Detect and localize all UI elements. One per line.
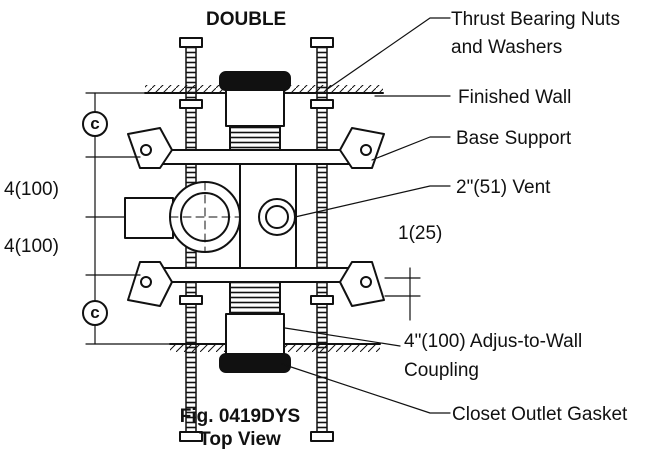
finished-wall-label: Finished Wall (458, 87, 572, 108)
thrust-bearing-label-line1: Thrust Bearing Nuts (451, 9, 620, 30)
lower-offset-dimension: 4(100) (4, 236, 59, 257)
centerline-mark-bottom: c (82, 300, 108, 326)
thrust-bearing-label-line2: and Washers (451, 37, 563, 58)
upper-offset-dimension: 4(100) (4, 179, 59, 200)
base-support-top (127, 127, 385, 169)
fitting-body (124, 163, 297, 269)
plate-height-dimension: 1(25) (398, 223, 443, 244)
top-coupling (219, 71, 291, 155)
bottom-coupling (219, 279, 291, 373)
figure-title: DOUBLE (206, 9, 287, 30)
base-support-label: Base Support (456, 128, 572, 149)
figure-caption-line2: Top View (199, 429, 281, 450)
vent-label: 2"(51) Vent (456, 177, 551, 198)
leader-lines (281, 17, 451, 414)
coupling-label-line2: Coupling (404, 360, 479, 381)
centerline-mark-top: c (82, 111, 108, 137)
figure-caption-line1: Fig. 0419DYS (179, 406, 301, 427)
closet-outlet-gasket-label: Closet Outlet Gasket (452, 404, 628, 425)
coupling-label-line1: 4"(100) Adjus-to-Wall (404, 331, 583, 352)
